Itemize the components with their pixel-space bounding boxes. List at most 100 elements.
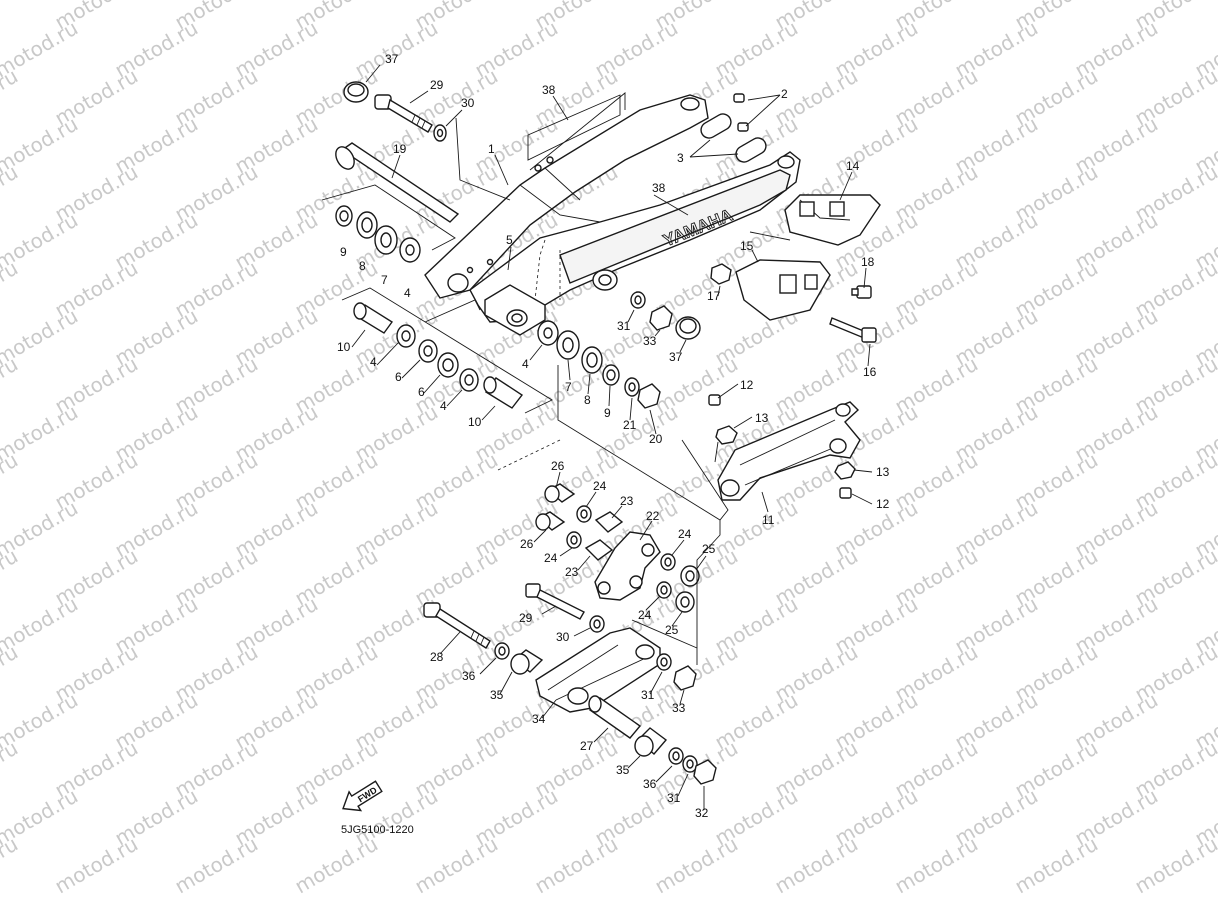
callout-27: 27	[580, 739, 594, 753]
callout-15: 15	[740, 239, 754, 253]
callout-5: 5	[506, 233, 513, 247]
chain-guide-part-14	[784, 194, 881, 246]
watermark-text: motod.ru	[651, 832, 742, 899]
assembly-outlines	[321, 92, 791, 665]
callout-13: 13	[755, 411, 769, 425]
callout-38: 38	[652, 181, 666, 195]
callout-10: 10	[468, 415, 482, 429]
callout-26: 26	[520, 537, 534, 551]
watermark-text: motod.ru	[0, 160, 22, 227]
callout-4: 4	[522, 357, 529, 371]
callout-3: 3	[677, 151, 684, 165]
watermark-text: motod.ru	[0, 832, 22, 899]
callout-16: 16	[863, 365, 877, 379]
callout-31: 31	[667, 791, 681, 805]
watermark-text: motod.ru	[531, 832, 622, 899]
watermark-text: motod.ru	[291, 832, 382, 899]
bolt-part-2	[733, 93, 749, 132]
callout-30: 30	[461, 96, 475, 110]
callout-33: 33	[643, 334, 657, 348]
callout-7: 7	[565, 380, 572, 394]
watermark-text: motod.ru	[0, 640, 22, 707]
collar-part-27-group	[588, 695, 717, 785]
watermark-text: motod.ru	[1131, 832, 1218, 899]
callout-38: 38	[542, 83, 556, 97]
callout-34: 34	[532, 712, 546, 726]
callout-37: 37	[669, 350, 683, 364]
bolt-part-29-top	[374, 94, 433, 133]
washer-nut-cap-group-mid	[630, 291, 701, 340]
watermark-text: motod.ru	[0, 64, 22, 131]
callout-4: 4	[370, 355, 377, 369]
callout-37: 37	[385, 52, 399, 66]
callout-24: 24	[544, 551, 558, 565]
collar-washer-group-lower	[494, 642, 697, 691]
callout-26: 26	[551, 459, 565, 473]
bolt-part-18	[851, 285, 872, 299]
callout-35: 35	[490, 688, 504, 702]
callout-24: 24	[678, 527, 692, 541]
callout-17: 17	[707, 289, 721, 303]
relay-arm-part-11	[717, 401, 861, 501]
watermark-text: motod.ru	[51, 832, 142, 899]
bolt-part-28	[423, 602, 491, 649]
pivot-shaft-part-19	[335, 142, 460, 223]
callout-25: 25	[702, 542, 716, 556]
watermark-text: motod.ru	[0, 544, 22, 611]
callout-22: 22	[646, 509, 660, 523]
callout-labels: 37 29 30 38 2 3 1 19 14 38 9 8 7 4 5 15 …	[337, 52, 890, 820]
watermark-text: motod.ru	[771, 832, 862, 899]
callout-36: 36	[462, 669, 476, 683]
nut-part-17	[710, 263, 732, 285]
bearing-stack-left	[335, 205, 421, 263]
callout-24: 24	[593, 479, 607, 493]
watermark-text: motod.ru	[0, 448, 22, 515]
bearing-stack-right	[537, 320, 661, 409]
watermark-text: motod.ru	[0, 0, 22, 34]
callout-19: 19	[393, 142, 407, 156]
callout-30: 30	[556, 630, 570, 644]
callout-36: 36	[643, 777, 657, 791]
cap-part-37-top	[343, 81, 369, 103]
watermark-text: motod.ru	[0, 736, 22, 803]
callout-4: 4	[440, 399, 447, 413]
callout-18: 18	[861, 255, 875, 269]
watermark-text: motod.ru	[0, 256, 22, 323]
callout-8: 8	[359, 259, 366, 273]
callout-8: 8	[584, 393, 591, 407]
callout-29: 29	[519, 611, 533, 625]
callout-9: 9	[340, 245, 347, 259]
bolt-part-16	[829, 317, 877, 343]
collar-bearing-row	[353, 302, 524, 409]
callout-32: 32	[695, 806, 709, 820]
callout-24: 24	[638, 608, 652, 622]
callout-6: 6	[395, 370, 402, 384]
callout-13: 13	[876, 465, 890, 479]
watermark-text: motod.ru	[891, 832, 982, 899]
connecting-rod-part-34	[535, 627, 661, 713]
callout-14: 14	[846, 159, 860, 173]
bolt-nut-12-13	[708, 394, 856, 499]
watermark-text: motod.ru	[171, 832, 262, 899]
callout-10: 10	[337, 340, 351, 354]
callout-4: 4	[404, 286, 411, 300]
callout-25: 25	[665, 623, 679, 637]
callout-12: 12	[876, 497, 890, 511]
link-parts-22-26	[535, 483, 700, 613]
washer-part-30-top	[433, 124, 447, 142]
callout-35: 35	[616, 763, 630, 777]
diagram-code: 5JG5100-1220	[341, 824, 414, 836]
callout-7: 7	[381, 273, 388, 287]
callout-11: 11	[762, 513, 775, 527]
adjuster-part-3	[700, 113, 767, 163]
bolt-part-29-lower	[525, 583, 605, 633]
swingarm-part-1: YAMAHA	[424, 94, 801, 336]
callout-6: 6	[418, 385, 425, 399]
watermark-text: motod.ru	[1011, 832, 1102, 899]
callout-2: 2	[781, 87, 788, 101]
leader-lines	[351, 64, 873, 810]
callout-9: 9	[604, 406, 611, 420]
chain-support-part-15	[735, 259, 831, 321]
callout-31: 31	[617, 319, 631, 333]
